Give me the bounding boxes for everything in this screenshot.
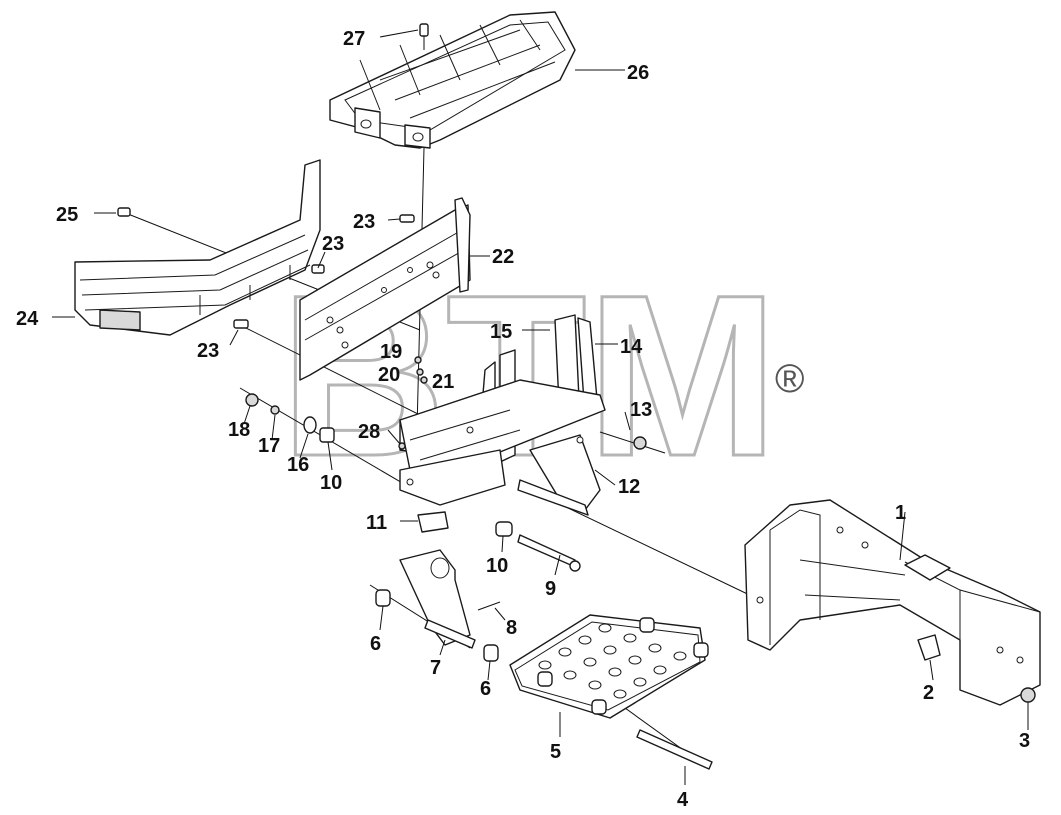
callout-23-low: 23 bbox=[197, 340, 219, 362]
part-2-bolt bbox=[917, 634, 941, 661]
callout-22: 22 bbox=[492, 246, 514, 268]
part-5-step-tread bbox=[509, 614, 709, 719]
part-7-hinge-bracket bbox=[399, 549, 476, 649]
part-19-20-21-fasteners bbox=[414, 356, 428, 384]
callout-9: 9 bbox=[545, 578, 556, 600]
callout-27: 27 bbox=[343, 28, 365, 50]
part-27-bolt bbox=[419, 23, 429, 50]
part-11-clip bbox=[417, 511, 449, 533]
callout-7: 7 bbox=[430, 657, 441, 679]
callout-15: 15 bbox=[490, 321, 512, 343]
part-washers-nuts-upper bbox=[245, 393, 406, 450]
axis-bolt-23 bbox=[239, 324, 431, 421]
callout-1: 1 bbox=[895, 502, 906, 524]
part-25-bolt bbox=[117, 207, 131, 217]
callout-23-mid: 23 bbox=[322, 233, 344, 255]
part-23-bolts bbox=[233, 214, 415, 329]
callout-19: 19 bbox=[380, 341, 402, 363]
callout-23-top: 23 bbox=[353, 211, 375, 233]
callout-10-upper: 10 bbox=[320, 472, 342, 494]
callout-28: 28 bbox=[358, 421, 380, 443]
tread-holes bbox=[538, 623, 687, 699]
callout-3: 3 bbox=[1019, 730, 1030, 752]
callout-leaders bbox=[52, 29, 1029, 785]
callout-13: 13 bbox=[630, 399, 652, 421]
part-8-pin bbox=[477, 601, 501, 611]
registered-mark: ® bbox=[775, 357, 804, 401]
callout-2: 2 bbox=[923, 682, 934, 704]
callout-25: 25 bbox=[56, 204, 78, 226]
callout-5: 5 bbox=[550, 741, 561, 763]
part-14-15-bracket bbox=[399, 314, 606, 511]
part-6-bushings bbox=[375, 589, 499, 662]
part-24-fascia-panel bbox=[74, 159, 321, 336]
part-10-9-bolt bbox=[495, 521, 581, 572]
part-22-mounting-plate bbox=[299, 197, 471, 381]
callout-18: 18 bbox=[228, 419, 250, 441]
part-1-support-frame bbox=[744, 499, 1041, 706]
callout-24: 24 bbox=[16, 308, 39, 330]
callout-17: 17 bbox=[258, 435, 280, 457]
part-26-upper-step bbox=[329, 11, 576, 149]
axis-nut-13 bbox=[599, 431, 666, 454]
callout-20: 20 bbox=[378, 364, 400, 386]
callout-11: 11 bbox=[366, 512, 387, 534]
callout-6-right: 6 bbox=[480, 678, 491, 700]
callout-10-lower: 10 bbox=[486, 555, 508, 577]
callout-16: 16 bbox=[287, 454, 309, 476]
callout-4: 4 bbox=[677, 789, 689, 811]
part-4-long-pin bbox=[636, 729, 713, 770]
part-13-nut bbox=[633, 436, 647, 450]
callout-labels: 27 26 25 23 23 22 24 23 15 14 19 20 21 1… bbox=[16, 28, 1030, 811]
callout-21: 21 bbox=[432, 371, 454, 393]
callout-12: 12 bbox=[618, 476, 640, 498]
callout-6-left: 6 bbox=[370, 633, 381, 655]
part-3-nut bbox=[1020, 687, 1036, 703]
callout-26: 26 bbox=[627, 62, 649, 84]
callout-14: 14 bbox=[620, 336, 643, 358]
part-12-pin bbox=[517, 479, 589, 516]
callout-8: 8 bbox=[506, 617, 517, 639]
